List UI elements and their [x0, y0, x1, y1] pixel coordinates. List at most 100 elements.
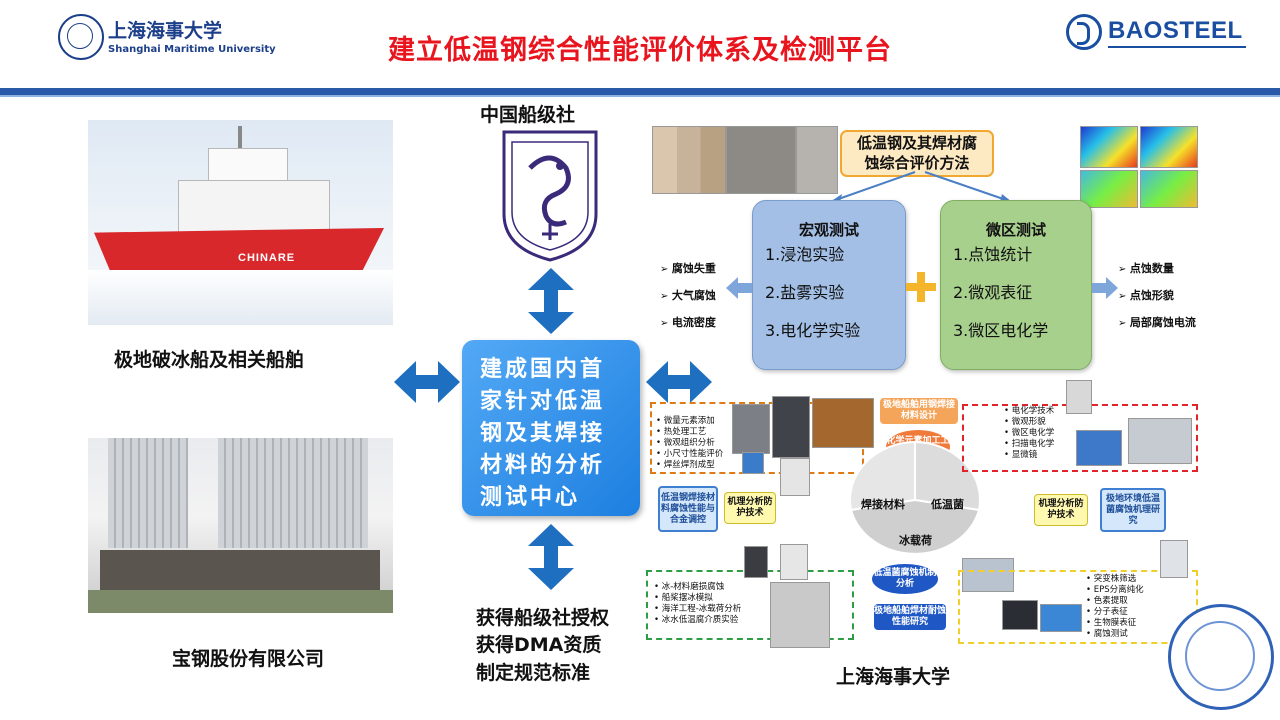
icebreaker-photo: CHINARE: [88, 120, 393, 325]
3d-map-image-2: [1140, 126, 1198, 168]
center-box-line: 钢及其焊接: [480, 421, 606, 446]
electrochem-image: [796, 126, 838, 194]
micro-output-list: 点蚀数量 点蚀形貌 局部腐蚀电流: [1118, 256, 1196, 337]
immersion-samples-image: [652, 126, 726, 194]
micro-test-item: 3.微区电化学: [953, 321, 1049, 340]
macro-output-item: 腐蚀失重: [660, 256, 716, 283]
pie-label: 焊接材料: [861, 498, 905, 511]
baosteel-logo-text: BAOSTEEL: [1108, 17, 1243, 44]
center-box-line: 建成国内首: [480, 357, 606, 382]
header-rule: [0, 88, 1280, 95]
material-design-item: 焊丝焊剂成型: [656, 460, 723, 471]
micro-test-panel: 微区测试 1.点蚀统计 2.微观表征 3.微区电化学: [940, 200, 1092, 370]
microbe-item: 分子表征: [1086, 607, 1144, 618]
hq-ground: [88, 590, 393, 613]
pie-chart: [849, 440, 981, 555]
electrochem-item: 扫描电化学: [1004, 439, 1055, 450]
ice-tank-image: [770, 582, 830, 648]
ice-load-item: 船桨摆冰模拟: [654, 593, 741, 604]
potentiostat-image: [1076, 430, 1122, 466]
ship-superstructure: [178, 180, 330, 234]
microbe-item: 生物膜表征: [1086, 618, 1144, 629]
baosteel-underline: [1108, 46, 1246, 48]
material-design-list: 微量元素添加 热处理工艺 微观组织分析 小尺寸性能评价 焊丝焊剂成型: [656, 416, 724, 471]
smu-lab-label: 上海海事大学: [836, 666, 951, 688]
header-rule-light: [0, 95, 1280, 97]
analysis-center-box: 建成国内首 家针对低温 钢及其焊接 材料的分析 测试中心: [462, 340, 640, 516]
mechanism-tag-right: 机理分析防护技术: [1034, 494, 1088, 526]
center-box-line: 材料的分析: [480, 453, 606, 478]
hq-building-right: [218, 438, 368, 548]
ccs-double-arrow-icon: [528, 268, 574, 334]
lab-equipment-image: [732, 404, 770, 454]
3d-map-image-1: [1080, 126, 1138, 168]
micro-output-item: 点蚀形貌: [1118, 283, 1196, 310]
ccs-emblem-icon: [502, 130, 598, 262]
salt-spray-image: [726, 126, 796, 194]
center-box-line: 家针对低温: [480, 389, 606, 414]
pie-label: 冰载荷: [899, 534, 932, 547]
ship-hull-name: CHINARE: [238, 252, 296, 264]
macro-test-item: 3.电化学实验: [765, 321, 861, 340]
electrochem-item: 显微镜: [1004, 450, 1054, 461]
macro-output-list: 腐蚀失重 大气腐蚀 电流密度: [660, 256, 716, 337]
pie-label: 低温菌: [931, 498, 964, 511]
handheld-meter-image: [742, 452, 764, 474]
micro-test-item: 1.点蚀统计: [953, 245, 1033, 264]
micro-out-arrow-icon: [1092, 277, 1118, 299]
electrochem-item: 微区电化学: [1004, 428, 1055, 439]
electrochem-item: 电化学技术: [1004, 406, 1055, 417]
method-title-line: 低温钢及其焊材腐: [856, 134, 977, 152]
macro-test-title: 宏观测试: [798, 221, 859, 239]
bottom-line-3: 制定规范标准: [476, 662, 591, 684]
scanning-probe-image: [1128, 418, 1192, 464]
page-title: 建立低温钢综合性能评价体系及检测平台: [388, 35, 892, 66]
micro-output-item: 点蚀数量: [1118, 256, 1196, 283]
macro-test-item: 2.盐雾实验: [765, 283, 845, 302]
cabinet-image: [1066, 380, 1092, 414]
electrochem-item: 微观形貌: [1004, 417, 1054, 428]
smu-logo: 上海海事大学 Shanghai Maritime University: [58, 14, 276, 62]
env-mechanism-tag: 极地环境低温菌腐蚀机理研究: [1100, 488, 1166, 532]
macro-output-item: 大气腐蚀: [660, 283, 716, 310]
ship-bridge: [208, 148, 288, 184]
ice-load-item: 冰水低温腐介质实验: [654, 615, 741, 626]
right-double-arrow-icon: [646, 361, 712, 403]
material-design-item: 热处理工艺: [656, 427, 723, 438]
smu-logo-en: Shanghai Maritime University: [108, 44, 276, 55]
macro-output-item: 电流密度: [660, 310, 716, 337]
microbe-item: 色素提取: [1086, 596, 1144, 607]
microbe-frame: [958, 570, 1198, 644]
ccs-label: 中国船级社: [480, 104, 576, 126]
micro-test-item: 2.微观表征: [953, 283, 1033, 302]
low-temp-mechanism-tag: 低温菌腐蚀机制分析: [872, 564, 938, 594]
baosteel-logo: BAOSTEEL: [1066, 14, 1246, 50]
lab-photo-image: [962, 558, 1014, 592]
electrochem-list: 电化学技术 微观形貌 微区电化学 扫描电化学 显微镜: [1004, 406, 1055, 461]
microscope-image: [780, 458, 810, 496]
ship-ice: [88, 270, 393, 325]
microbe-item: 腐蚀测试: [1086, 629, 1144, 640]
lab-seal-icon: [1168, 604, 1274, 710]
ship-label: 极地破冰船及相关船舶: [114, 349, 305, 371]
hq-building-left: [108, 438, 188, 548]
material-design-item: 小尺寸性能评价: [656, 449, 724, 460]
cold-chamber-image: [744, 546, 768, 578]
ice-load-item: 冰-材料磨损腐蚀: [654, 582, 741, 593]
material-design-tag: 极地船舶用钢焊接材料设计: [880, 398, 958, 424]
smu-logo-cn: 上海海事大学: [108, 20, 223, 42]
baosteel-mark-icon: [1066, 14, 1102, 50]
microbe-item: EPS分离纯化: [1086, 585, 1144, 596]
test-rig-image: [780, 544, 808, 580]
fluorescence-microscope-image: [1002, 600, 1038, 630]
ship-weld-tag: 极地船舶焊材耐蚀性能研究: [874, 604, 946, 630]
alloy-control-tag: 低温钢焊接材料腐蚀性能与合金调控: [658, 486, 718, 532]
baosteel-hq-photo: [88, 438, 393, 613]
ice-load-list: 冰-材料磨损腐蚀 船桨摆冰模拟 海洋工程-冰载荷分析 冰水低温腐介质实验: [654, 582, 742, 626]
bottom-line-1: 获得船级社授权: [476, 607, 610, 629]
plus-icon: [906, 272, 936, 302]
material-design-item: 微量元素添加: [656, 416, 723, 427]
ship-mast: [238, 126, 242, 150]
3d-map-image-3: [1080, 170, 1138, 208]
macro-test-item: 1.浸泡实验: [765, 245, 845, 264]
